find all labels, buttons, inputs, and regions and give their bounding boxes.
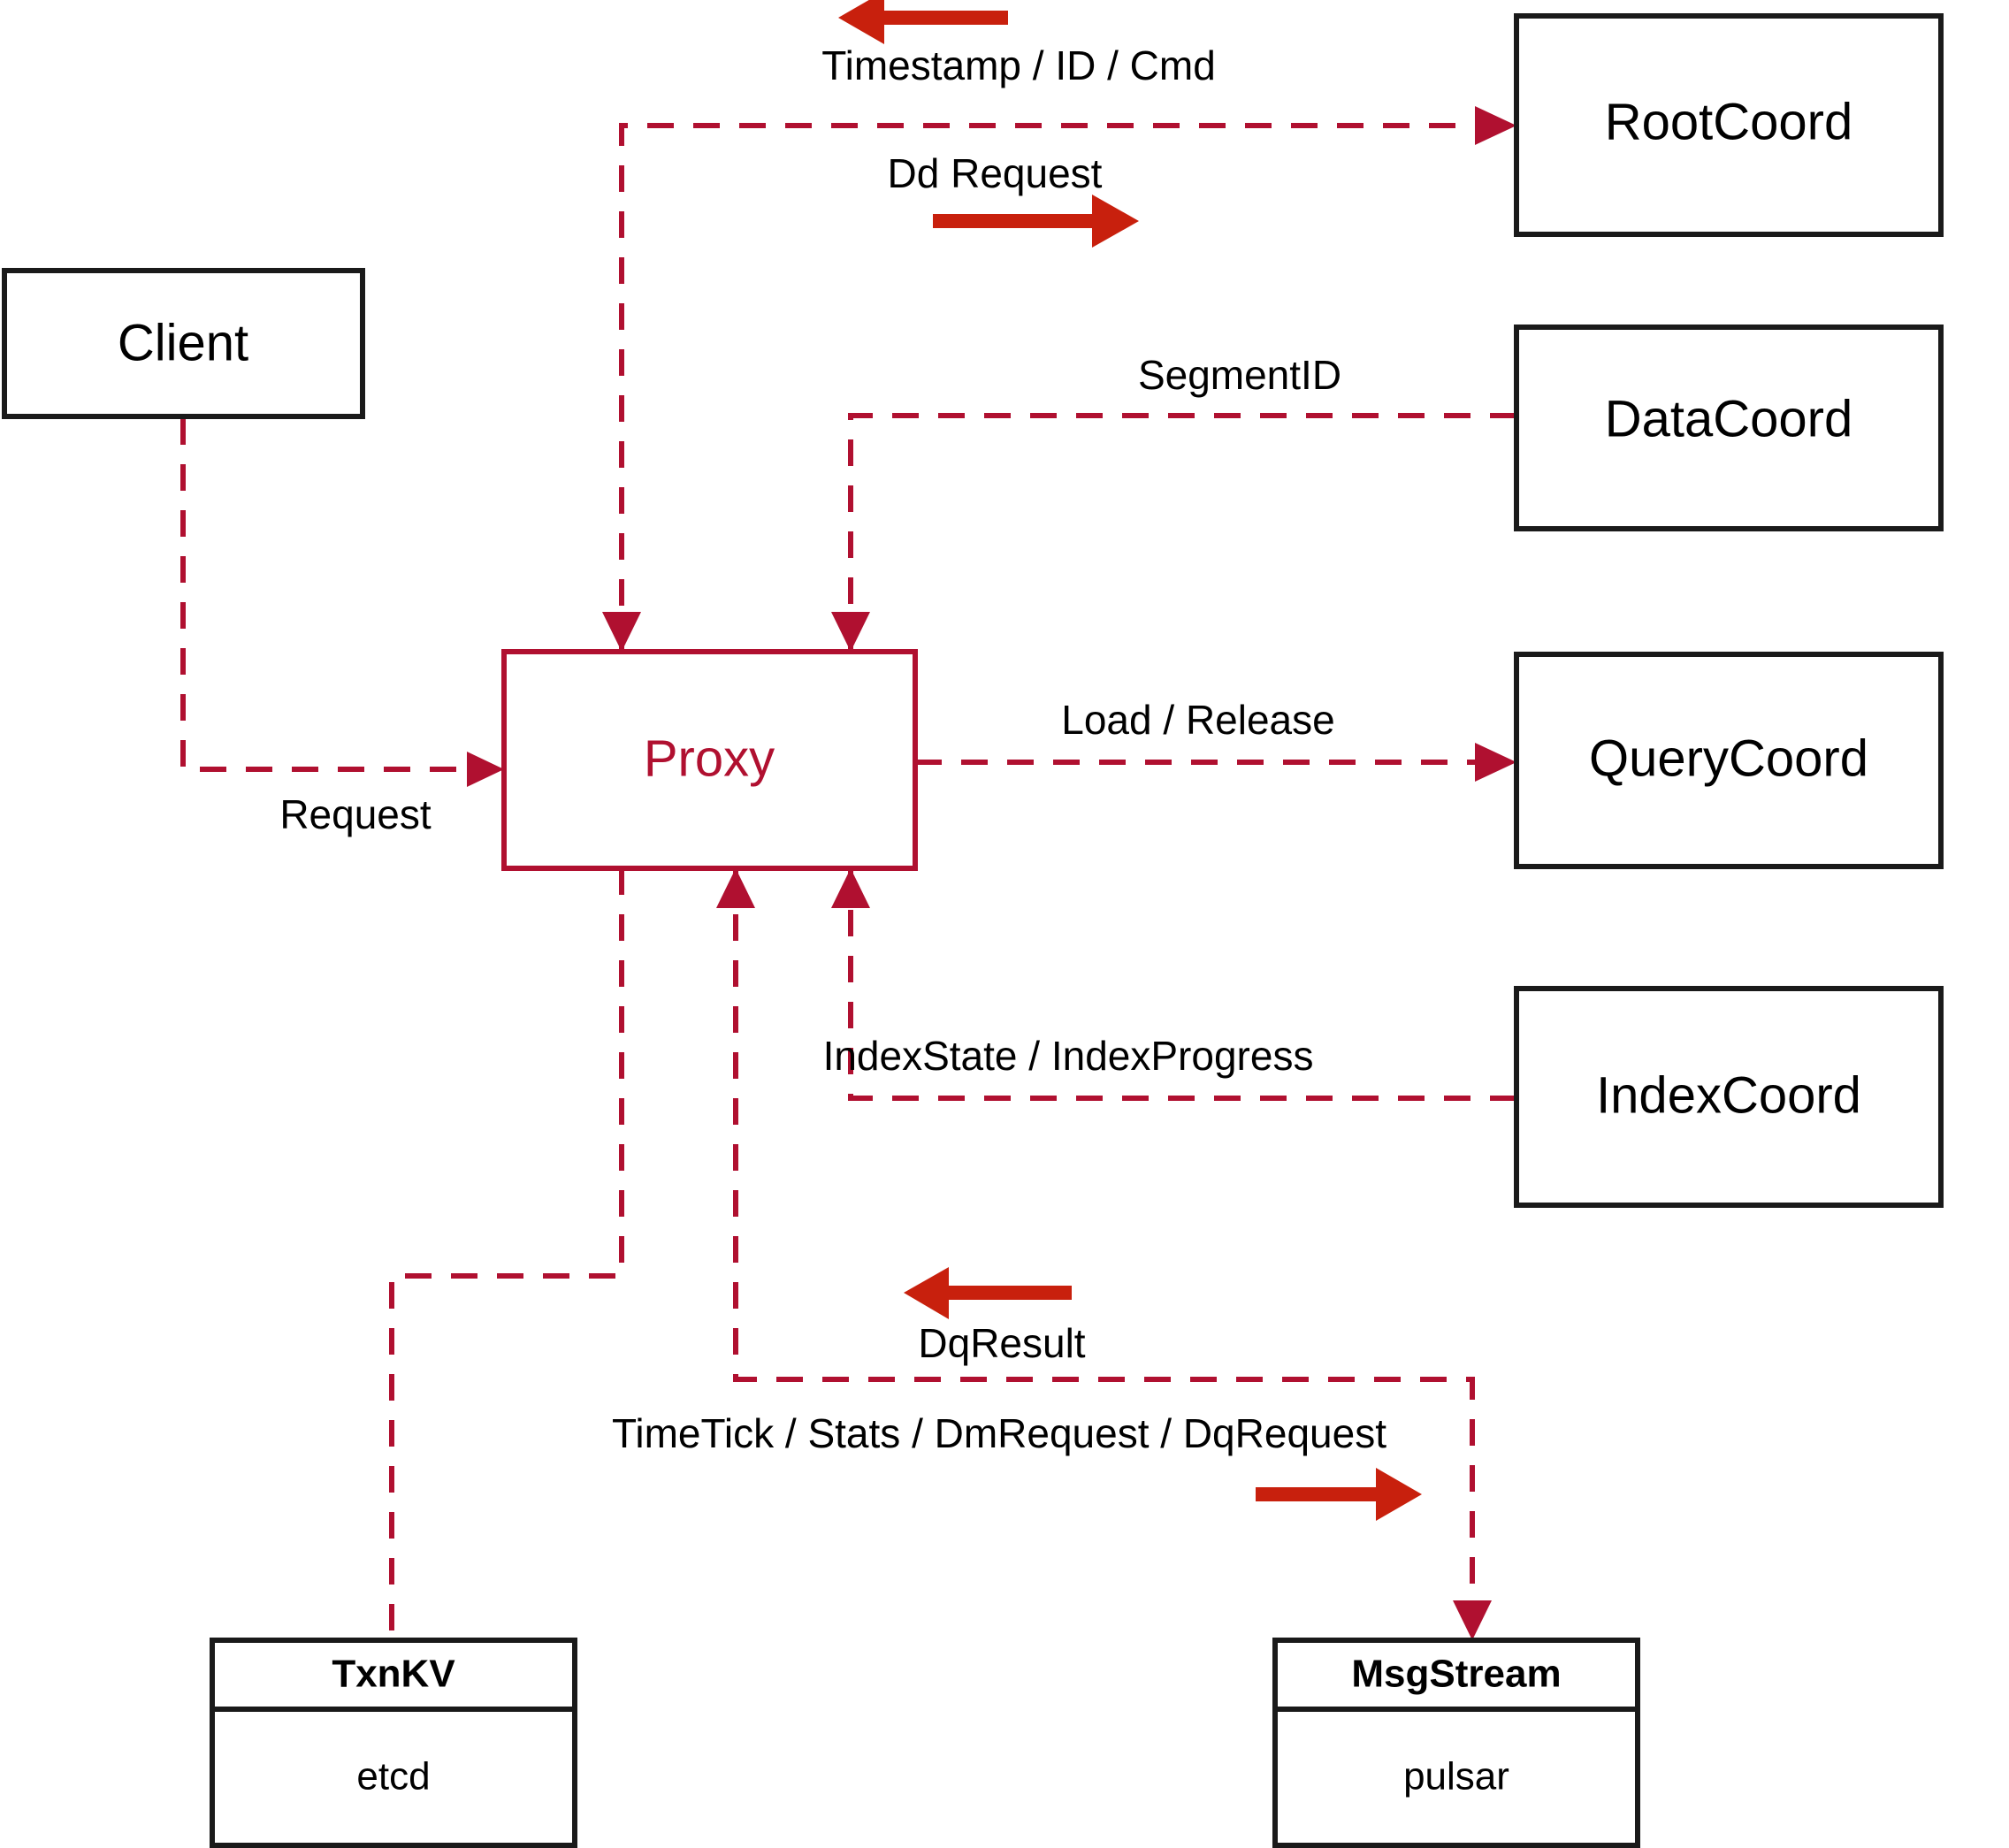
node-msgstream[interactable]: MsgStream pulsar (1272, 1638, 1640, 1848)
edge-label-dd-request: Dd Request (888, 150, 1103, 196)
edge-path-indexcoord-proxy (848, 868, 1516, 1101)
node-rootcoord-label: RootCoord (1605, 93, 1852, 150)
edge-path-proxy-rootcoord (619, 123, 1486, 652)
arrowhead-into-proxy-top-left (602, 612, 641, 652)
node-msgstream-title: MsgStream (1351, 1653, 1561, 1696)
arrowhead-into-proxy-top-right (831, 612, 870, 652)
node-client-label: Client (118, 314, 248, 371)
arrowhead-into-proxy-bottom-right (831, 868, 870, 908)
node-txnkv-box (210, 1638, 577, 1848)
node-indexcoord[interactable]: IndexCoord (1514, 986, 1944, 1208)
node-datacoord-box (1514, 325, 1944, 531)
node-txnkv-sublabel: etcd (356, 1755, 430, 1798)
direction-arrow-left-dqresult (904, 1267, 1072, 1319)
direction-arrow-left-dqresult-head (904, 1267, 949, 1319)
edge-indexcoord-proxy (831, 868, 1516, 1101)
edge-label-timetick-stats: TimeTick / Stats / DmRequest / DqRequest (612, 1410, 1386, 1456)
node-client[interactable]: Client (2, 268, 365, 419)
edge-label-load-release: Load / Release (1061, 697, 1334, 743)
edge-datacoord-proxy (831, 413, 1516, 652)
edge-proxy-rootcoord (602, 106, 1516, 652)
node-msgstream-box (1272, 1638, 1640, 1848)
direction-arrow-left-timestamp-head (838, 0, 884, 44)
node-indexcoord-label: IndexCoord (1596, 1066, 1861, 1124)
node-querycoord-label: QueryCoord (1589, 729, 1868, 787)
edge-msgstream-proxy (716, 868, 1492, 1640)
node-proxy-box (501, 649, 918, 871)
node-datacoord[interactable]: DataCoord (1514, 325, 1944, 531)
node-rootcoord[interactable]: RootCoord (1514, 13, 1944, 237)
direction-arrow-left-timestamp (838, 0, 1008, 44)
edge-label-segmentid: SegmentID (1138, 352, 1341, 398)
edge-client-proxy (180, 418, 504, 787)
edge-label-request: Request (279, 791, 432, 837)
node-querycoord[interactable]: QueryCoord (1514, 652, 1944, 869)
node-datacoord-label: DataCoord (1605, 390, 1852, 447)
node-proxy-label: Proxy (644, 729, 775, 787)
edge-path-proxy-txnkv (389, 868, 624, 1640)
direction-arrow-right-ddrequest (933, 195, 1139, 248)
edge-proxy-querycoord (915, 743, 1516, 782)
arrowhead-into-querycoord (1475, 743, 1516, 782)
arrowhead-into-proxy-bottom-middle (716, 868, 755, 908)
edge-label-timestamp-id-cmd: Timestamp / ID / Cmd (821, 42, 1216, 88)
node-proxy[interactable]: Proxy (501, 649, 918, 871)
arrowhead-into-proxy-left (467, 752, 504, 787)
arrowhead-into-rootcoord (1475, 106, 1516, 145)
node-rootcoord-box (1514, 13, 1944, 237)
node-client-box (2, 268, 365, 419)
edge-path-client-proxy (180, 418, 486, 772)
direction-arrow-right-ddrequest-head (1092, 195, 1139, 248)
edge-label-indexstate: IndexState / IndexProgress (823, 1033, 1314, 1079)
edge-label-dqresult: DqResult (918, 1320, 1085, 1366)
node-querycoord-box (1514, 652, 1944, 869)
node-msgstream-sublabel: pulsar (1403, 1755, 1509, 1798)
arrowhead-into-msgstream-top (1453, 1600, 1492, 1640)
node-indexcoord-box (1514, 986, 1944, 1208)
edge-path-msgstream-proxy (733, 868, 1475, 1611)
node-txnkv[interactable]: TxnKV etcd (210, 1638, 577, 1848)
node-txnkv-title: TxnKV (332, 1653, 455, 1696)
direction-arrow-right-timetick (1256, 1468, 1422, 1521)
direction-arrow-right-timetick-head (1376, 1468, 1422, 1521)
edge-proxy-txnkv (389, 868, 624, 1640)
edge-path-datacoord-proxy (848, 413, 1516, 652)
